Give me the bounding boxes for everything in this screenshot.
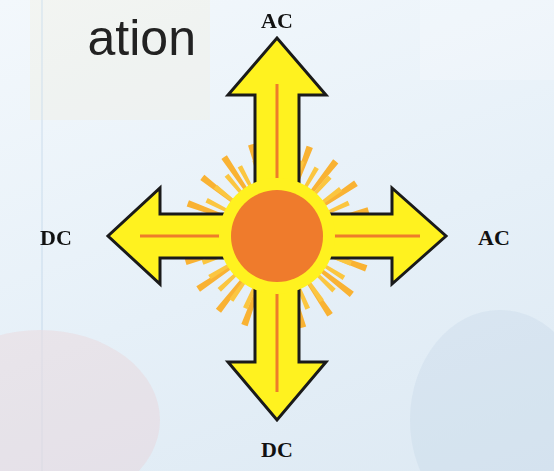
sun-rays xyxy=(205,164,349,308)
current-type-label: DC xyxy=(40,225,72,251)
current-type-label: AC xyxy=(478,225,510,251)
slide-title: ation xyxy=(88,9,196,67)
arrow-centre-lines xyxy=(140,84,420,392)
sun-ring xyxy=(219,178,335,294)
sun-disc xyxy=(231,190,323,282)
arrows xyxy=(108,38,446,420)
current-type-label: AC xyxy=(261,8,293,34)
current-type-label: DC xyxy=(261,437,293,463)
